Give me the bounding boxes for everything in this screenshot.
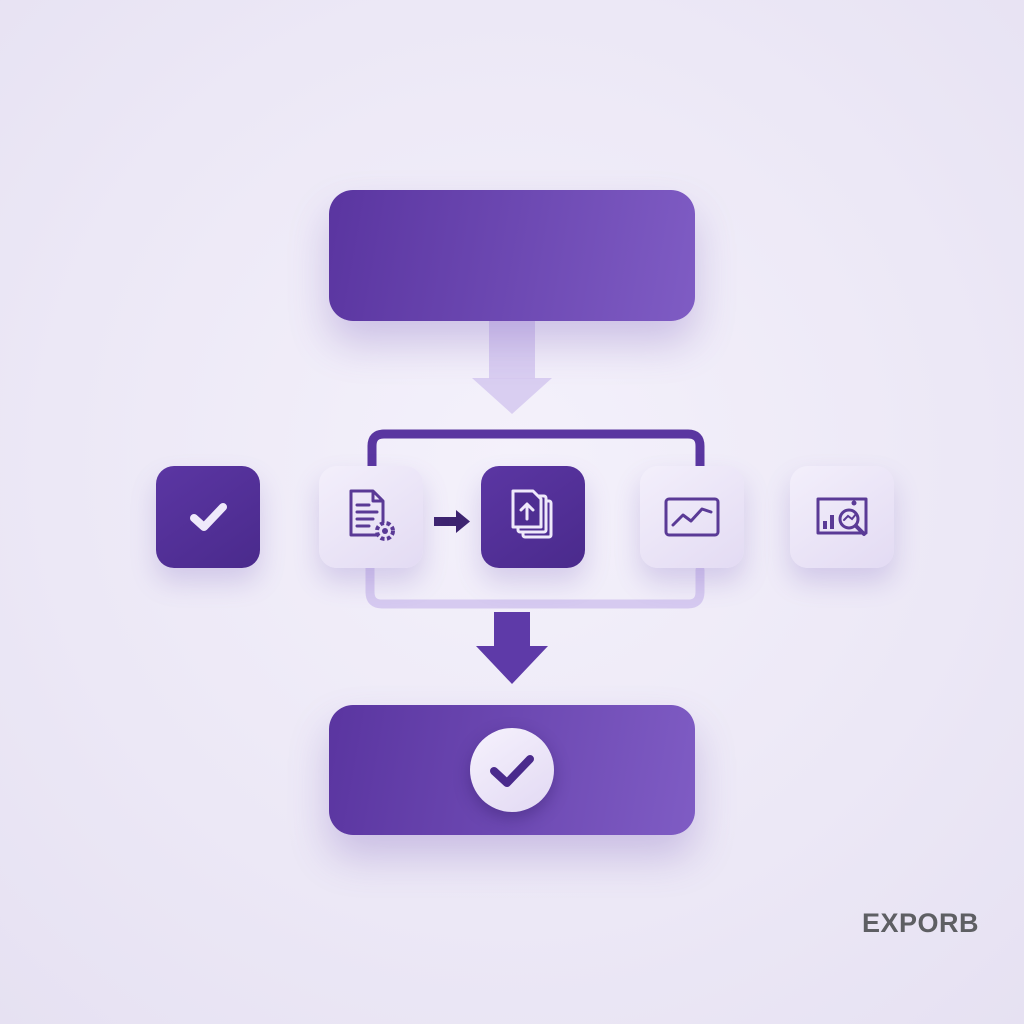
chart-search-icon <box>816 497 868 536</box>
dark-down-arrow <box>476 612 548 684</box>
process-group-bottom-bracket <box>365 561 705 609</box>
process-group-top-bracket <box>367 429 705 475</box>
light-down-arrow <box>472 321 552 414</box>
check-circle-icon <box>470 728 554 812</box>
document-settings-icon <box>349 489 395 541</box>
line-chart-icon <box>664 497 720 537</box>
tile-check[interactable] <box>156 466 260 568</box>
check-icon <box>190 503 227 531</box>
tile-upload[interactable] <box>481 466 585 568</box>
small-right-arrow <box>434 510 470 533</box>
stacked-upload-icon <box>511 489 553 539</box>
brand-logo: EXPORB <box>862 908 980 938</box>
tile-chart-search[interactable] <box>790 466 894 568</box>
bottom-stage-bar <box>329 705 695 835</box>
tile-line-chart[interactable] <box>640 466 744 568</box>
top-stage-bar <box>329 190 695 321</box>
tile-document-settings[interactable] <box>319 466 423 568</box>
